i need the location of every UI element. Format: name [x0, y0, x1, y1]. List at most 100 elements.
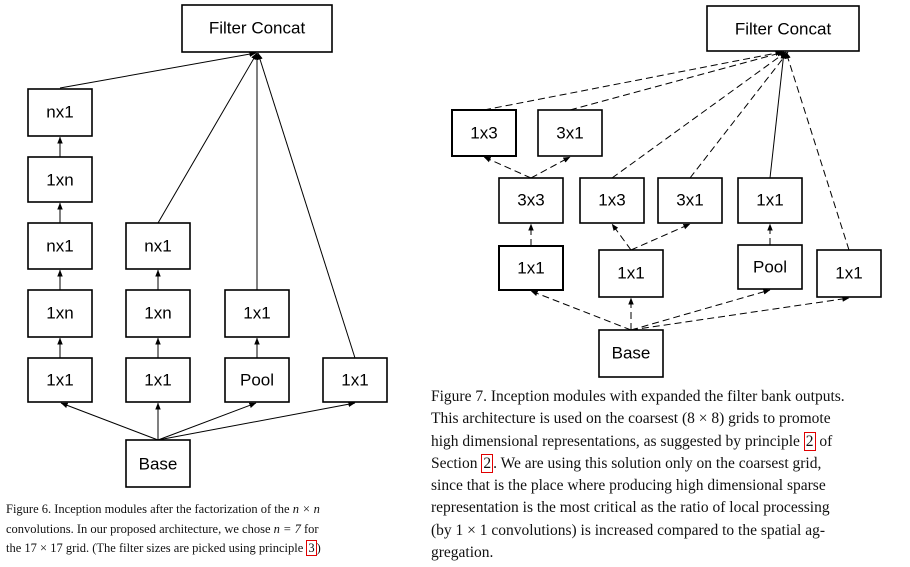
fig7-a-3x1: 3x1	[537, 109, 603, 157]
svg-text:Filter Concat: Filter Concat	[209, 19, 306, 38]
principle-reference-link[interactable]: 3	[306, 540, 317, 556]
fig7-d-1x1: 1x1	[816, 249, 882, 298]
fig7-c-1x1: 1x1	[737, 177, 803, 224]
svg-text:Filter Concat: Filter Concat	[735, 20, 832, 39]
edge-base-to-pool	[157, 402, 257, 441]
fig7-a-1x1: 1x1	[498, 245, 564, 291]
svg-text:Pool: Pool	[753, 258, 787, 277]
fig7-c-pool: Pool	[737, 244, 803, 290]
edge-a-3x3-to-1x3	[483, 156, 532, 179]
svg-text:1x1: 1x1	[341, 371, 368, 390]
svg-text:1x1: 1x1	[617, 264, 644, 283]
edge-base-to-d-1x1	[630, 296, 850, 331]
caption-math: 17 × 17	[24, 541, 63, 555]
caption-text: This architecture is used on the coarses…	[431, 410, 682, 428]
figure6-diagram: Filter Concat nx1 1xn nx1 1xn 1x1 nx1 1	[27, 4, 388, 488]
svg-text:Pool: Pool	[240, 371, 274, 390]
principle-reference-link[interactable]: 2	[803, 431, 816, 451]
edge-a-3x1-to-concat	[569, 51, 785, 111]
caption-math: n = 7	[273, 521, 301, 536]
edge-a-3x3-to-3x1	[530, 156, 571, 179]
svg-text:Base: Base	[139, 455, 178, 474]
fig6-c-1x1: 1x1	[224, 289, 290, 338]
fig6-a-nx1-mid: nx1	[27, 222, 93, 270]
caption-text: Section	[431, 454, 482, 472]
fig6-d-1x1: 1x1	[322, 357, 388, 403]
edge-a-1x3-to-concat	[483, 50, 783, 111]
fig7-b-1x1: 1x1	[598, 249, 664, 298]
svg-text:1xn: 1xn	[144, 304, 171, 323]
edge-d-1x1-to-concat	[785, 51, 850, 251]
svg-text:1x1: 1x1	[46, 371, 73, 390]
caption-text: convolutions) is increased compared to t…	[487, 521, 825, 539]
caption-text: of	[815, 432, 833, 450]
caption-text: Figure 6. Inception modules after the fa…	[6, 502, 293, 516]
fig6-a-1x1: 1x1	[27, 357, 93, 403]
figure7-caption: Figure 7. Inception modules with expande…	[431, 386, 905, 564]
svg-text:1x3: 1x3	[598, 191, 625, 210]
fig6-a-1xn-upper: 1xn	[27, 156, 93, 203]
edge-b-1x3-to-concat	[611, 51, 787, 179]
caption-math: n × n	[292, 502, 320, 516]
svg-text:1x1: 1x1	[243, 304, 270, 323]
caption-text: convolutions. In our proposed architectu…	[6, 521, 274, 536]
edge-base-to-a-1x1	[60, 402, 159, 441]
caption-text: . We are using this solution only on the…	[493, 454, 822, 472]
svg-text:1x1: 1x1	[144, 371, 171, 390]
svg-text:Base: Base	[612, 344, 651, 363]
svg-text:1xn: 1xn	[46, 304, 73, 323]
svg-text:1x1: 1x1	[835, 264, 862, 283]
caption-text: grids to promote	[724, 410, 831, 428]
svg-text:1x3: 1x3	[470, 124, 497, 143]
section-reference-link[interactable]: 2	[481, 453, 494, 473]
caption-text: gregation.	[431, 544, 494, 562]
caption-text: the	[6, 541, 25, 555]
edge-c-1x1-to-concat	[769, 51, 787, 179]
edge-b-3x1-to-concat	[689, 51, 789, 179]
svg-text:1xn: 1xn	[46, 171, 73, 190]
caption-text: Figure 7. Inception modules with expande…	[431, 388, 845, 405]
edge-base-to-d-1x1	[157, 401, 356, 441]
caption-math: 1 × 1	[455, 521, 488, 539]
edge-b-1x1-to-1x3	[611, 223, 632, 251]
fig6-base: Base	[125, 439, 191, 488]
edge-base-to-a-1x1	[530, 290, 632, 331]
caption-math: (8 × 8)	[681, 410, 725, 428]
fig6-c-pool: Pool	[224, 357, 290, 403]
caption-text: since that is the place where producing …	[431, 477, 826, 495]
svg-text:nx1: nx1	[46, 237, 73, 256]
edge-b-1x1-to-3x1	[630, 223, 691, 251]
edge-b-nx1-to-concat	[157, 52, 258, 224]
fig7-a-1x3: 1x3	[451, 109, 517, 157]
fig6-a-1xn-lower: 1xn	[27, 289, 93, 338]
svg-text:1x1: 1x1	[756, 191, 783, 210]
figure6-caption: Figure 6. Inception modules after the fa…	[6, 500, 406, 559]
edge-base-to-pool	[630, 289, 771, 331]
fig6-b-1xn: 1xn	[125, 289, 191, 338]
fig7-filter-concat: Filter Concat	[706, 5, 860, 52]
fig6-b-nx1: nx1	[125, 222, 191, 270]
edge-d-1x1-to-concat	[257, 52, 356, 359]
svg-text:nx1: nx1	[46, 103, 73, 122]
fig6-filter-concat: Filter Concat	[181, 4, 333, 53]
figure7-diagram: Filter Concat 1x3 3x1 3x3 1x3 3x1 1x1 1	[451, 5, 882, 378]
caption-text: high dimensional representations, as sug…	[431, 432, 804, 450]
fig7-base: Base	[598, 329, 664, 378]
fig6-a-nx1-top: nx1	[27, 88, 93, 137]
svg-text:3x1: 3x1	[676, 191, 703, 210]
fig6-b-1x1: 1x1	[125, 357, 191, 403]
svg-text:3x1: 3x1	[556, 124, 583, 143]
figure7-edges	[483, 50, 850, 331]
caption-text: )	[316, 541, 321, 555]
caption-text: representation is the most critical as t…	[431, 499, 830, 517]
svg-text:1x1: 1x1	[517, 259, 544, 278]
edge-a-nx1-to-concat	[59, 51, 257, 89]
caption-text: (by	[431, 521, 456, 539]
svg-text:3x3: 3x3	[517, 191, 544, 210]
caption-text: for	[300, 521, 319, 536]
fig7-b-3x1: 3x1	[657, 177, 723, 224]
caption-text: grid. (The filter sizes are picked using…	[62, 541, 307, 555]
fig7-a-3x3: 3x3	[498, 177, 564, 224]
svg-text:nx1: nx1	[144, 237, 171, 256]
